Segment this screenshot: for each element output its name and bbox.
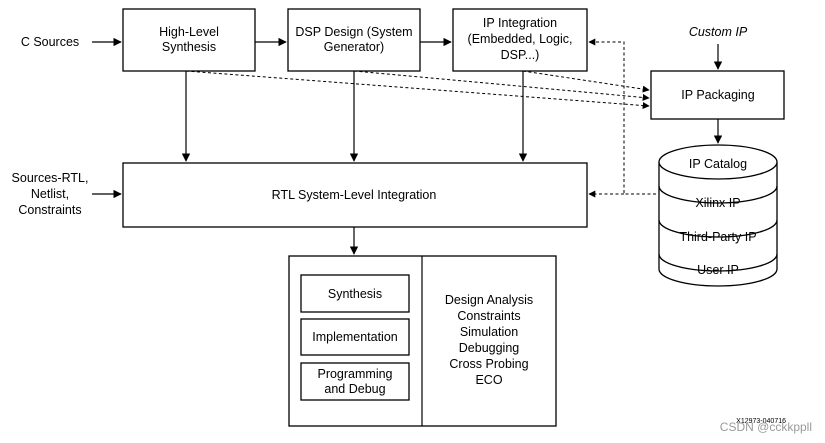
ip-integration-box: IP Integration (Embedded, Logic, DSP...): [452, 8, 588, 72]
synthesis-box: Synthesis: [300, 274, 410, 313]
catalog-item-user-ip: User IP: [697, 263, 739, 277]
catalog-item-third-party-ip: Third-Party IP: [679, 230, 756, 244]
analysis-list: Design Analysis Constraints Simulation D…: [445, 293, 533, 387]
analysis-item: Constraints: [457, 309, 520, 323]
analysis-item: Cross Probing: [449, 357, 528, 371]
dashed-dsp-to-packaging: [353, 70, 650, 101]
solid-connectors: [92, 37, 723, 255]
ipi-label-line-2: (Embedded, Logic,: [468, 32, 573, 46]
figure-id: X12973-040716: [736, 418, 786, 425]
rtl-sources-label: Sources-RTL, Netlist, Constraints: [12, 171, 89, 217]
catalog-item-xilinx-ip: Xilinx IP: [695, 196, 740, 210]
programming-label-line-1: Programming: [317, 367, 392, 381]
hls-box: High-Level Synthesis: [122, 8, 256, 72]
ip-catalog-title: IP Catalog: [689, 157, 747, 171]
dashed-catalog-to-ipi: [588, 38, 656, 195]
dashed-ipi-to-packaging: [522, 70, 650, 93]
custom-ip-label: Custom IP: [689, 25, 748, 39]
analysis-item: Simulation: [460, 325, 518, 339]
analysis-item: Debugging: [459, 341, 520, 355]
rtl-integration-box: RTL System-Level Integration: [122, 162, 588, 228]
programming-debug-box: Programming and Debug: [300, 362, 410, 401]
ip-packaging-box: IP Packaging: [650, 70, 785, 120]
hls-label-line-1: High-Level: [159, 25, 219, 39]
implementation-block: Synthesis Implementation Programming and…: [288, 255, 557, 427]
ipi-label-line-1: IP Integration: [483, 16, 557, 30]
rtl-sources-line-1: Sources-RTL,: [12, 171, 89, 185]
rtl-integration-label: RTL System-Level Integration: [272, 188, 437, 202]
analysis-item: ECO: [475, 373, 502, 387]
dsp-design-box: DSP Design (System Generator): [287, 8, 421, 72]
ipi-label-line-3: DSP...): [501, 48, 540, 62]
analysis-item: Design Analysis: [445, 293, 533, 307]
dsp-label-line-1: DSP Design (System: [295, 25, 412, 39]
hls-label-line-2: Synthesis: [162, 40, 216, 54]
dashed-hls-to-packaging: [185, 70, 650, 110]
dashed-connectors: [185, 38, 656, 198]
ip-packaging-label: IP Packaging: [681, 88, 754, 102]
programming-label-line-2: and Debug: [324, 382, 385, 396]
ip-catalog-cylinder: IP Catalog Xilinx IP Third-Party IP User…: [658, 144, 778, 287]
implementation-box: Implementation: [300, 318, 410, 356]
watermark: CSDN @cckkppll: [720, 420, 812, 434]
c-sources-label: C Sources: [21, 35, 79, 49]
implementation-label: Implementation: [312, 330, 398, 344]
dsp-label-line-2: Generator): [324, 40, 384, 54]
synthesis-label: Synthesis: [328, 287, 382, 301]
rtl-sources-line-3: Constraints: [18, 203, 81, 217]
rtl-sources-line-2: Netlist,: [31, 187, 69, 201]
